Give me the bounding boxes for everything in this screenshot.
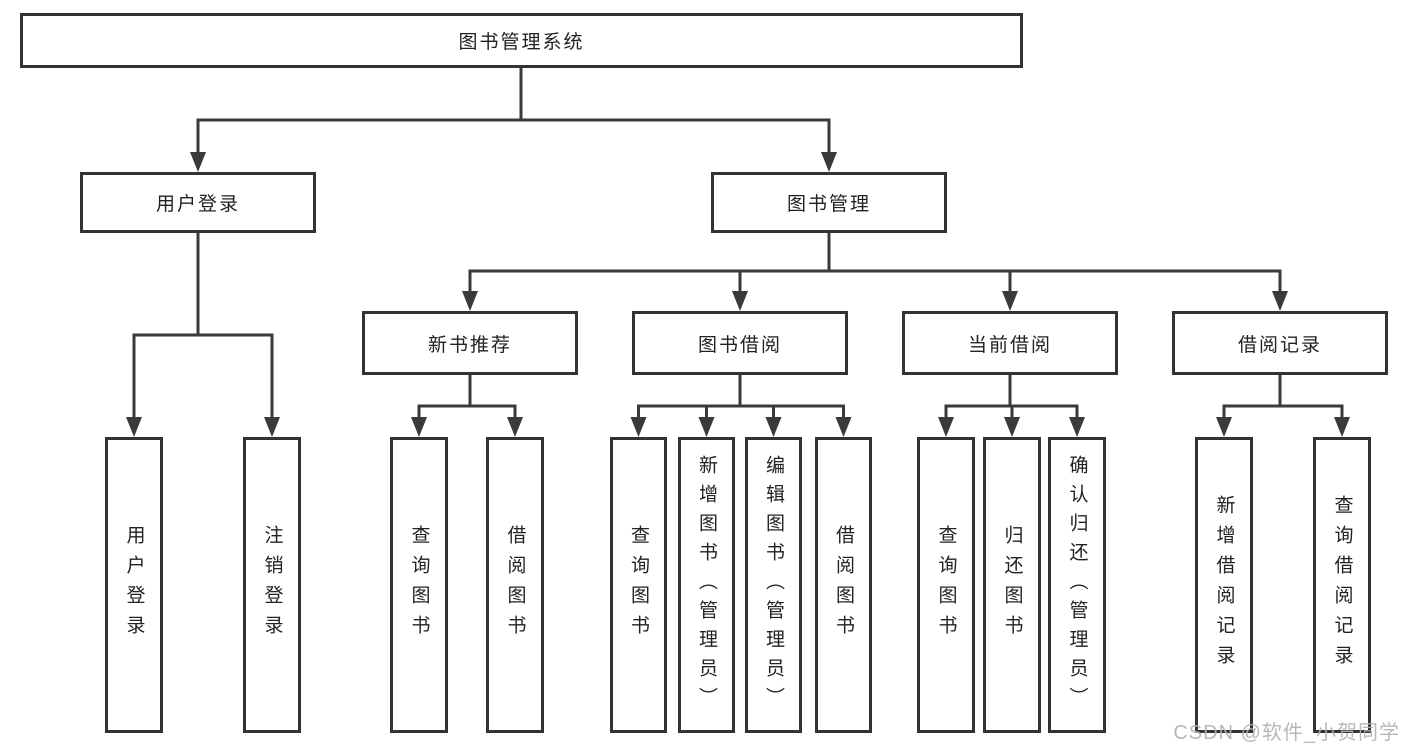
- leaf-borrow-add-admin: 新增图书（管理员）: [678, 437, 735, 733]
- leaf-newbook-query: 查询图书: [390, 437, 448, 733]
- leaf-records-query: 查询借阅记录: [1313, 437, 1371, 733]
- leaf-borrow-borrow: 借阅图书: [815, 437, 872, 733]
- csdn-watermark: CSDN @软件_小贺同学: [1173, 722, 1400, 744]
- leaf-user-login: 用户登录: [105, 437, 163, 733]
- node-current-borrow: 当前借阅: [902, 311, 1118, 375]
- leaf-borrow-query: 查询图书: [610, 437, 667, 733]
- leaf-current-query: 查询图书: [917, 437, 975, 733]
- node-library-system: 图书管理系统: [20, 13, 1023, 68]
- leaf-newbook-borrow: 借阅图书: [486, 437, 544, 733]
- leaf-records-add: 新增借阅记录: [1195, 437, 1253, 733]
- leaf-current-confirm-admin: 确认归还（管理员）: [1048, 437, 1106, 733]
- node-new-book-recommend: 新书推荐: [362, 311, 578, 375]
- node-book-management: 图书管理: [711, 172, 947, 233]
- node-user-login: 用户登录: [80, 172, 316, 233]
- leaf-logout: 注销登录: [243, 437, 301, 733]
- node-book-borrow: 图书借阅: [632, 311, 848, 375]
- leaf-borrow-edit-admin: 编辑图书（管理员）: [745, 437, 802, 733]
- leaf-current-return: 归还图书: [983, 437, 1041, 733]
- node-borrow-records: 借阅记录: [1172, 311, 1388, 375]
